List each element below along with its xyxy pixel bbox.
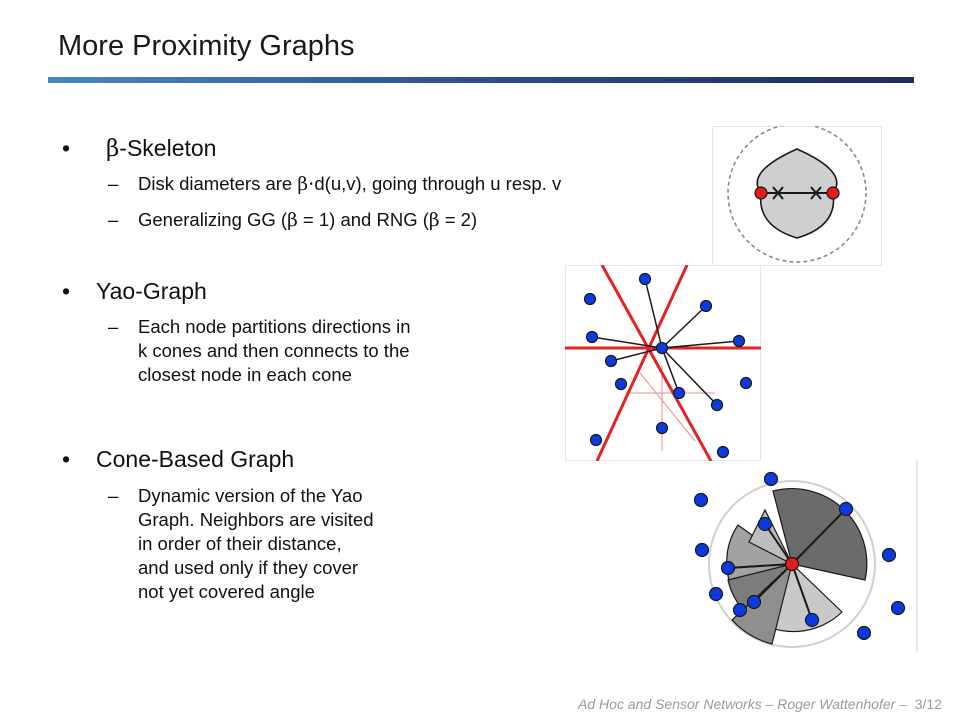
sub-dash: – <box>108 316 119 337</box>
node-u <box>754 186 768 200</box>
cone-nodes <box>693 471 906 641</box>
center-x-marks <box>772 186 822 200</box>
max-range-circle <box>708 480 876 648</box>
slide-footer: Ad Hoc and Sensor Networks – Roger Watte… <box>578 696 942 712</box>
sub-dash: – <box>108 173 119 194</box>
secondary-cone-lines <box>625 365 715 451</box>
bullet-heading: -Skeleton <box>119 135 217 161</box>
bullet-heading: Cone-Based Graph <box>96 446 295 472</box>
yao-graph-figure <box>565 265 761 461</box>
slide-title: More Proximity Graphs <box>58 30 355 62</box>
beta-skeleton-figure <box>712 126 882 266</box>
dashed-outer-circle <box>727 126 867 263</box>
yao-edges <box>591 278 740 406</box>
yao-nodes <box>583 272 753 459</box>
bullet-dot: • <box>62 446 71 472</box>
sub-dash: – <box>108 485 119 506</box>
cone-based-graph-figure <box>693 460 918 652</box>
bullet-dot: • <box>62 135 71 161</box>
bullet-heading: Yao-Graph <box>96 278 207 304</box>
yao-center-node <box>655 341 669 355</box>
node-v <box>826 186 840 200</box>
beta-symbol: β <box>106 136 120 162</box>
page-number: 3/12 <box>914 696 942 712</box>
bullet-dot: • <box>62 278 71 304</box>
cone-center-node <box>784 556 800 572</box>
sub-dash: – <box>108 209 119 230</box>
footer-text: Ad Hoc and Sensor Networks – Roger Watte… <box>578 696 907 712</box>
cone-edges <box>727 508 847 621</box>
title-underline-bar <box>48 77 914 83</box>
